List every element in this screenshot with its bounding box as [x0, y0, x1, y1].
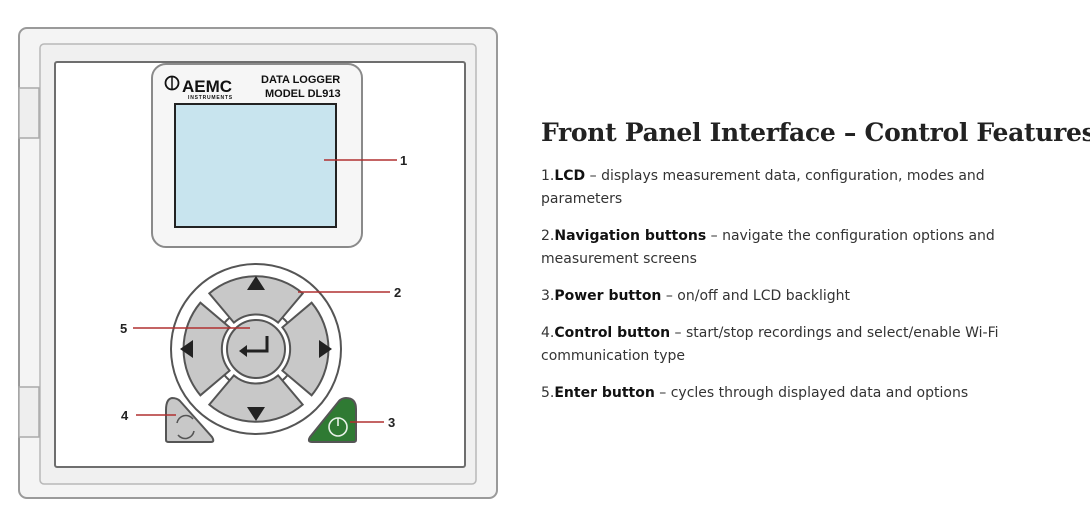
feature-name: Power button: [554, 288, 662, 304]
cycle-arrows-icon: [176, 414, 195, 440]
brand-name: AEMC: [182, 77, 232, 96]
panel-title: Front Panel Interface – Control Features: [541, 118, 1090, 147]
enter-return-icon: [239, 336, 269, 357]
feature-desc: – cycles through displayed data and opti…: [654, 385, 969, 401]
feature-desc: – displays measurement data, configurati…: [541, 168, 985, 207]
left-hinge-bottom: [18, 386, 40, 438]
feature-name: LCD: [554, 168, 586, 184]
callout-4: 4: [121, 408, 129, 423]
callout-3: 3: [388, 415, 395, 430]
product-line-1: DATA LOGGER: [261, 74, 340, 86]
feature-item-navigation: 2.Navigation buttons – navigate the conf…: [541, 228, 995, 267]
left-hinge-top: [18, 87, 40, 139]
triangle-left-icon: [180, 340, 193, 358]
callout-5: 5: [120, 321, 127, 336]
aemc-logo: AEMC INSTRUMENTS: [164, 75, 233, 101]
feature-item-enter: 5.Enter button – cycles through displaye…: [541, 385, 969, 401]
control-button[interactable]: [165, 396, 215, 443]
feature-name: Enter button: [554, 385, 655, 401]
triangle-right-icon: [319, 340, 332, 358]
nav-down-button[interactable]: [207, 373, 305, 423]
device-front-panel-diagram: AEMC INSTRUMENTS DATA LOGGER MODEL DL913: [18, 27, 498, 499]
triangle-up-icon: [247, 276, 265, 290]
nav-right-button[interactable]: [281, 301, 332, 397]
nav-left-button[interactable]: [180, 301, 231, 397]
feature-name: Control button: [554, 325, 671, 341]
feature-desc: – on/off and LCD backlight: [661, 288, 851, 304]
product-line-2: MODEL DL913: [265, 88, 341, 100]
feature-desc: – navigate the configuration options and…: [541, 228, 995, 267]
power-icon: [328, 417, 348, 437]
triangle-down-icon: [247, 407, 265, 421]
enter-button[interactable]: [226, 319, 286, 379]
feature-item-lcd: 1.LCD – displays measurement data, confi…: [541, 168, 985, 207]
feature-item-control: 4.Control button – start/stop recordings…: [541, 325, 999, 364]
feature-item-power: 3.Power button – on/off and LCD backligh…: [541, 288, 851, 304]
callout-1: 1: [400, 153, 407, 168]
feature-name: Navigation buttons: [554, 228, 707, 244]
lcd-screen: [174, 103, 337, 228]
feature-desc: – start/stop recordings and select/enabl…: [541, 325, 999, 364]
feature-description-panel: Front Panel Interface – Control Features…: [541, 118, 1090, 419]
brand-sub: INSTRUMENTS: [188, 95, 233, 101]
callout-2: 2: [394, 285, 401, 300]
power-button[interactable]: [307, 396, 357, 443]
